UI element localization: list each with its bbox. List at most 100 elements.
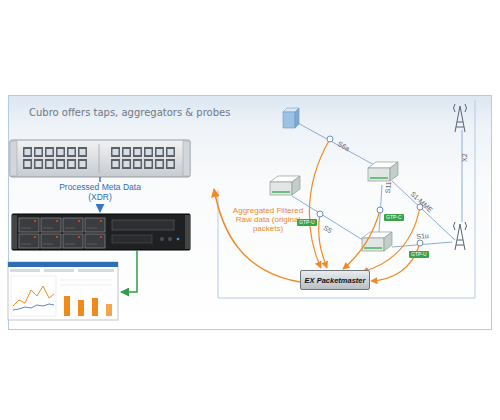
aggregator-appliance [10, 140, 190, 177]
cell-tower [455, 106, 465, 132]
analysis-server [18, 217, 106, 249]
protocol-tag: GTP-C [384, 214, 404, 221]
dashboard-screenshot [106, 304, 112, 316]
tap-points [417, 204, 423, 210]
interface-name: S1-MME [409, 190, 434, 214]
analysis-server [168, 237, 172, 241]
interface-name: S11 [384, 181, 393, 194]
analysis-server [12, 214, 190, 250]
router-cube [364, 247, 382, 249]
router-cube [368, 162, 398, 168]
interface-lines [392, 242, 452, 247]
flow-label: Processed Meta Data (XDR) [52, 183, 148, 203]
cell-tower [454, 222, 467, 250]
report-arrow [121, 250, 137, 292]
router-cube [292, 176, 300, 195]
aggregator-appliance [22, 146, 88, 170]
analysis-server [12, 214, 190, 250]
cell-tower [455, 224, 465, 250]
router-cube [362, 232, 392, 238]
dashboard-screenshot [8, 262, 118, 267]
router-cube [384, 232, 392, 251]
aggregator-appliance [10, 141, 17, 176]
meta-data-arrow [99, 205, 101, 212]
dashboard-screenshot [78, 300, 84, 316]
tap-arrows [309, 139, 330, 268]
interface-lines [392, 181, 455, 240]
hss-icon [283, 108, 299, 112]
aggregator-appliance [183, 141, 190, 176]
tap-arrows [371, 243, 420, 281]
tap-points [377, 207, 383, 213]
dashboard-screenshot [44, 269, 74, 272]
analysis-server [112, 220, 174, 230]
tap-points [327, 136, 333, 142]
tap-arrows [343, 210, 380, 269]
dashboard-screenshot [10, 269, 40, 272]
router-cube [368, 168, 390, 181]
router-cube [390, 162, 398, 181]
interface-lines [292, 122, 462, 247]
cell-tower [454, 222, 467, 230]
device-name: EX Packetmaster [305, 276, 366, 285]
tap-points [317, 136, 423, 246]
panel-heading: Cubro offers taps, aggregators & probes [29, 107, 230, 118]
tap-arrows [214, 189, 300, 282]
overview-panel: Cubro offers taps, aggregators & probesE… [8, 95, 492, 330]
dashboard-screenshot [78, 269, 114, 272]
interface-name: S6a [336, 140, 351, 153]
router-cube [362, 232, 392, 251]
hss-icon [283, 112, 295, 128]
interface-lines [462, 130, 463, 222]
interface-lines [292, 196, 366, 242]
hss-icon [295, 108, 299, 128]
analysis-server [177, 238, 180, 241]
tap-arrows [362, 207, 420, 272]
router-cube [270, 176, 300, 195]
dashboard-screenshot [60, 285, 112, 286]
packet-broker-box: EX Packetmaster [300, 270, 370, 290]
aggregator-appliance [99, 144, 100, 173]
router-cube [370, 177, 388, 179]
interface-name: S5 [322, 224, 334, 235]
tap-points [417, 240, 423, 246]
aggregator-appliance [10, 140, 190, 177]
dashboard-screenshot [13, 304, 54, 310]
network-frame [218, 100, 475, 298]
tap-arrows [214, 139, 420, 282]
router-cube [272, 191, 290, 193]
router-cube [368, 162, 398, 181]
dashboard-screenshot [8, 262, 118, 320]
hss-icon [283, 108, 299, 128]
analysis-server [12, 215, 17, 249]
dashboard-screenshot [92, 298, 98, 316]
flow-label: Aggregated Filtered Raw data (original p… [229, 206, 307, 234]
tap-points [317, 211, 323, 217]
interface-lines [296, 122, 376, 166]
cell-tower [454, 104, 467, 132]
protocol-tag: GTP-U [409, 251, 429, 258]
analysis-server [160, 237, 164, 241]
interface-name: X2 [461, 153, 469, 162]
dashboard-screenshot [60, 280, 112, 281]
cell-tower [454, 104, 467, 112]
analysis-server [112, 235, 152, 243]
dashboard-screenshot [64, 296, 70, 316]
analysis-server [185, 215, 190, 249]
meta-data-arrow [99, 177, 101, 182]
aggregator-appliance [110, 146, 176, 170]
protocol-tag: GTP-U [297, 219, 317, 226]
dashboard-screenshot [13, 286, 54, 306]
dashboard-screenshot [11, 276, 56, 316]
meta-data-arrow [100, 177, 101, 212]
router-cube [270, 182, 292, 195]
router-cube [270, 176, 300, 182]
interface-name: S1u [416, 232, 429, 241]
router-cube [362, 238, 384, 251]
tap-arrows [319, 214, 327, 268]
interface-lines [379, 185, 382, 232]
dashboard-screenshot [8, 262, 118, 320]
